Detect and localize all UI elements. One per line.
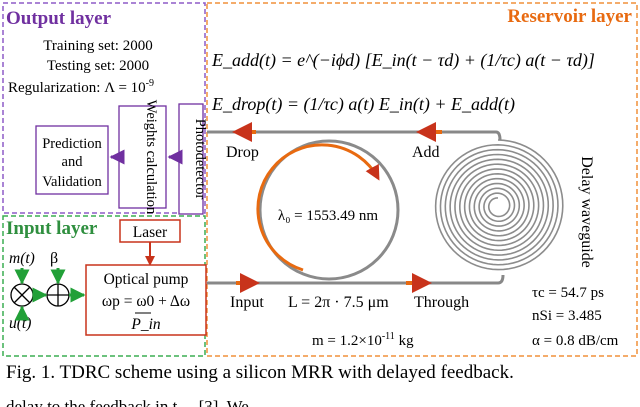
weights-box	[118, 105, 167, 209]
optical-pump-box	[85, 264, 207, 336]
ring-length-label: L = 2π · 7.5 μm	[288, 294, 389, 311]
mass-label: m = 1.2×10-11 kg	[312, 331, 414, 349]
multiplier-icon	[10, 283, 34, 307]
beta-label: β	[50, 250, 58, 267]
micro-ring-resonator	[258, 139, 400, 281]
output-layer-frame	[2, 2, 206, 214]
testing-set-label: Testing set: 2000	[47, 58, 149, 74]
m-t-label: m(t)	[9, 250, 35, 267]
body-text-next-line: delay to the feedback in t ... [3]. We	[6, 397, 249, 407]
equation-add: E_add(t) = e^(−iϕd) [E_in(t − τd) + (1/τ…	[211, 50, 595, 71]
delay-waveguide-label: Delay waveguide	[578, 156, 595, 268]
delay-waveguide-spiral	[434, 139, 564, 271]
through-label: Through	[414, 294, 469, 311]
equation-drop: E_drop(t) = (1/τc) a(t) E_in(t) + E_add(…	[211, 94, 515, 115]
add-label: Add	[412, 144, 440, 161]
p-in-label: P_in	[130, 316, 161, 333]
alpha-label: α = 0.8 dB/cm	[532, 333, 619, 349]
input-label: Input	[230, 294, 264, 311]
drop-label: Drop	[226, 144, 259, 161]
adder-icon	[46, 283, 70, 307]
omega-p-label: ωp = ω0 + Δω	[102, 293, 190, 310]
n-si-label: nSi = 3.485	[532, 308, 602, 324]
laser-label: Laser	[133, 224, 168, 241]
optical-pump-label: Optical pump	[104, 271, 189, 288]
tau-c-label: τc = 54.7 ps	[532, 285, 604, 301]
photodetector-label: Photodetector	[192, 119, 208, 200]
regularization-label: Regularization: Λ = 10-9	[8, 78, 154, 96]
ring-circulation-arrow	[256, 143, 380, 272]
input-layer-title: Input layer	[6, 218, 98, 239]
u-t-label: u(t)	[9, 315, 31, 332]
tdrc-diagram: Output layer Input layer Reservoir layer…	[2, 2, 638, 357]
figure-caption: Fig. 1. TDRC scheme using a silicon MRR …	[6, 362, 514, 383]
reservoir-layer-title: Reservoir layer	[507, 6, 632, 27]
weights-label: Weights calculation	[143, 100, 159, 215]
prediction-label-1: Prediction	[42, 136, 102, 152]
spiral-link-bottom	[497, 274, 505, 285]
prediction-label-3: Validation	[42, 174, 102, 190]
output-layer-title: Output layer	[6, 8, 112, 29]
training-set-label: Training set: 2000	[43, 38, 152, 54]
prediction-label-2: and	[62, 154, 84, 170]
spiral-link-top	[495, 130, 502, 141]
lambda-label: λ₀ = 1553.49 nm	[278, 208, 378, 224]
prediction-box	[35, 125, 109, 195]
